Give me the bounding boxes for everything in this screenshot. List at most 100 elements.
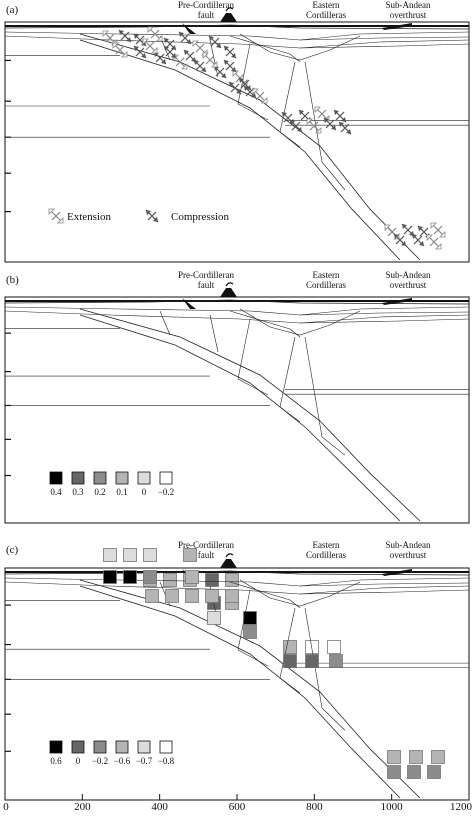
compression-symbol: [153, 51, 167, 65]
volcano-icon: [220, 13, 237, 22]
compression-symbol: [223, 59, 237, 73]
extension-symbol: [48, 208, 64, 224]
x-tick-label: 400: [151, 801, 168, 812]
scale-value: 0: [76, 756, 81, 766]
label-fault: fault: [198, 550, 215, 560]
extension-symbol: [142, 38, 158, 54]
label-cordilleras: Cordilleras: [306, 550, 346, 560]
scale-swatch: [137, 471, 151, 485]
compression-symbol: [338, 121, 352, 135]
scale-swatch: [71, 740, 85, 754]
extension-symbol: [202, 52, 218, 68]
panel-frame: [4, 21, 470, 263]
volcano-plume-icon: [225, 553, 234, 558]
volcano-icon: [220, 288, 237, 297]
extension-symbol: [252, 88, 268, 104]
compression-symbol: [163, 45, 177, 59]
stress-square: [185, 570, 199, 584]
stress-square: [283, 654, 297, 668]
stress-square: [243, 611, 257, 625]
stress-square: [123, 570, 137, 584]
scale-swatch: [159, 471, 173, 485]
compression-symbol: [411, 233, 425, 247]
label-pre-cordilleran: Pre-Cordilleran: [178, 540, 234, 550]
label-fault: fault: [198, 10, 215, 20]
stress-square: [143, 548, 157, 562]
scale-value: −0.2: [158, 487, 174, 497]
compression-symbol: [228, 81, 242, 95]
extension-symbol: [426, 234, 442, 250]
label-overthrust: overthrust: [390, 10, 427, 20]
scale-value: 0.3: [72, 487, 84, 497]
panel-a: (a)Pre-CordilleranfaultEasternCordillera…: [4, 0, 470, 263]
label-eastern: Eastern: [313, 270, 340, 280]
stress-square: [387, 765, 401, 779]
stress-square: [205, 589, 219, 603]
scale-value: 0.2: [94, 487, 105, 497]
stress-square: [409, 750, 423, 764]
stress-square: [185, 589, 199, 603]
compression-symbol: [178, 31, 192, 45]
compression-symbol: [145, 209, 159, 223]
stress-square: [123, 548, 137, 562]
compression-symbol: [333, 109, 347, 123]
scale-swatch: [49, 740, 63, 754]
stress-square: [145, 589, 159, 603]
stress-square: [225, 573, 239, 587]
scale-swatch: [115, 471, 129, 485]
compression-symbol: [118, 29, 132, 43]
stress-square: [407, 765, 421, 779]
stress-square: [327, 640, 341, 654]
scale-swatch: [71, 471, 85, 485]
stress-square: [387, 750, 401, 764]
label-sub-andean: Sub-Andean: [386, 270, 431, 280]
compression-symbol: [323, 117, 337, 131]
scale-value: 0.1: [116, 487, 127, 497]
stress-square: [427, 765, 441, 779]
scale-value: 0.6: [50, 756, 62, 766]
extension-symbol: [112, 42, 128, 58]
stress-square: [207, 611, 221, 625]
scale-swatch: [137, 740, 151, 754]
scale-value: 0.4: [50, 487, 62, 497]
panel-letter: (b): [6, 274, 19, 286]
stress-square: [143, 570, 157, 584]
stress-square: [243, 625, 257, 639]
x-tick-label: 0: [3, 801, 9, 812]
scale-swatch: [93, 471, 107, 485]
pre-cordilleran-fault-mark: [182, 298, 196, 309]
label-pre-cordilleran: Pre-Cordilleran: [178, 0, 234, 10]
volcano-plume-icon: [225, 282, 234, 287]
label-overthrust: overthrust: [390, 550, 427, 560]
scale-value: −0.8: [158, 756, 175, 766]
stress-square: [305, 640, 319, 654]
scale-swatch: [159, 740, 173, 754]
scale-swatch: [93, 740, 107, 754]
stress-square: [183, 548, 197, 562]
compression-symbol: [133, 45, 147, 59]
stress-square: [165, 589, 179, 603]
panel-letter: (c): [6, 544, 19, 556]
sub-andean-overthrust-mark: [382, 569, 412, 576]
compression-symbol: [213, 65, 227, 79]
sub-andean-overthrust-mark: [382, 23, 412, 30]
compression-symbol: [289, 119, 303, 133]
pre-cordilleran-fault-mark: [182, 23, 196, 34]
x-tick-label: 200: [74, 801, 91, 812]
compression-symbol: [183, 49, 197, 63]
scale-value: −0.2: [92, 756, 108, 766]
x-tick-label: 1000: [381, 801, 404, 812]
compression-symbol: [208, 35, 222, 49]
label-eastern: Eastern: [313, 540, 340, 550]
volcano-plume-icon: [225, 7, 234, 12]
compression-symbol: [393, 233, 407, 247]
extension-symbol: [306, 118, 322, 134]
x-tick-label: 1200: [450, 801, 473, 812]
stress-square: [329, 654, 343, 668]
x-tick-label: 600: [229, 801, 246, 812]
panel-b: (b)Pre-CordilleranfaultEasternCordillera…: [4, 270, 470, 764]
x-tick-label: 800: [306, 801, 323, 812]
extension-symbol: [147, 26, 163, 42]
